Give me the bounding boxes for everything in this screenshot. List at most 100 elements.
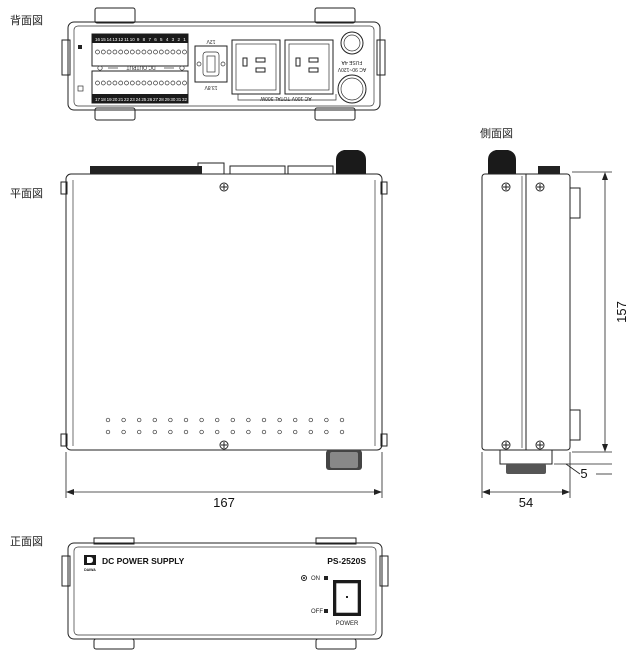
terminal-hole xyxy=(141,80,147,86)
vent-hole xyxy=(215,417,220,423)
brand-logo-d xyxy=(87,557,93,563)
ac-outlet-right-slot-a xyxy=(295,57,301,67)
dim-depth-value: 157 xyxy=(614,301,629,323)
vent-hole xyxy=(105,417,111,423)
ac-outlet-bracket xyxy=(237,94,337,101)
ac-outlet-left-inner xyxy=(235,43,277,91)
side-screw-2 xyxy=(535,182,545,192)
terminal-number: 9 xyxy=(137,37,140,42)
terminal-hole xyxy=(100,49,106,55)
ac-outlet-right xyxy=(284,39,334,95)
vent-hole xyxy=(137,429,142,435)
terminal-hole xyxy=(176,80,182,86)
vent-holes xyxy=(105,417,345,435)
front-model: PS-2520S xyxy=(327,556,366,566)
terminal-holes-bottom xyxy=(95,80,187,86)
dim-depth-arrow-bottom xyxy=(602,444,608,452)
dim-height-value: 54 xyxy=(519,495,533,510)
fuse-holder-inner xyxy=(343,34,361,52)
rear-marker-top xyxy=(78,45,82,49)
side-tab-upper xyxy=(569,187,581,219)
label-front: 正面図 xyxy=(10,535,43,548)
terminal-number: 3 xyxy=(172,37,175,42)
top-tab-right-upper xyxy=(380,181,388,195)
vent-hole xyxy=(339,429,345,435)
power-label: POWER xyxy=(336,621,359,627)
terminal-hole xyxy=(118,49,124,55)
terminal-number: 22 xyxy=(124,97,130,102)
vent-hole xyxy=(277,417,282,423)
terminal-hole xyxy=(135,49,141,55)
vent-hole xyxy=(246,429,251,435)
side-foot-pad xyxy=(506,464,546,474)
terminal-hole xyxy=(164,49,170,55)
dim-width-value: 167 xyxy=(213,495,235,510)
fuse-label: FUSE 4A xyxy=(341,59,363,65)
power-switch-dot xyxy=(346,596,348,598)
terminal-hole xyxy=(129,80,135,86)
terminal-number: 29 xyxy=(165,97,171,102)
top-outlet-edge-1 xyxy=(229,165,286,175)
terminal-hole xyxy=(124,49,129,55)
side-screw-4 xyxy=(535,440,545,450)
rear-panel-outline xyxy=(67,21,381,111)
rear-tab-right xyxy=(376,39,386,76)
front-tab-right xyxy=(379,555,389,587)
label-top: 平面図 xyxy=(10,187,43,200)
terminal-hole xyxy=(158,80,164,86)
rear-panel-inner xyxy=(73,25,375,107)
vent-hole xyxy=(308,417,313,423)
power-switch[interactable] xyxy=(333,580,361,616)
vent-hole xyxy=(199,429,204,435)
ac-outlet-left-slot-c xyxy=(255,67,266,73)
dim-depth-arrow-top xyxy=(602,172,608,180)
vent-hole xyxy=(308,429,313,435)
terminal-number: 23 xyxy=(130,97,136,102)
vent-hole xyxy=(199,417,204,423)
terminal-hole xyxy=(164,80,170,86)
dim-foot-leader xyxy=(565,463,581,475)
terminal-number: 1 xyxy=(183,37,186,42)
top-front-foot-inner xyxy=(330,452,358,468)
terminal-number: 27 xyxy=(153,97,159,102)
ac-input-grommet-inner xyxy=(340,77,364,101)
dim-foot-value: 5 xyxy=(580,466,587,481)
terminal-number: 7 xyxy=(148,37,151,42)
vent-hole xyxy=(121,417,126,423)
rear-foot-top-right xyxy=(314,7,356,24)
ac-outlet-right-inner xyxy=(288,43,330,91)
terminal-number: 28 xyxy=(159,97,165,102)
voltage-switch-lever xyxy=(206,55,216,73)
terminal-number: 20 xyxy=(112,97,118,102)
vent-hole xyxy=(230,417,235,423)
terminal-number: 32 xyxy=(182,97,188,102)
terminal-hole xyxy=(129,49,135,55)
terminal-hole xyxy=(153,80,158,86)
power-led-dot xyxy=(303,577,305,579)
vent-hole xyxy=(183,429,189,435)
terminal-hole xyxy=(170,49,176,55)
terminal-hole xyxy=(112,80,118,86)
voltage-label-top: 12V xyxy=(206,38,216,44)
ac-outlet-left-slot-b xyxy=(255,57,266,63)
voltage-switch-frame xyxy=(194,45,228,83)
front-panel-outline xyxy=(67,542,383,640)
terminal-number: 15 xyxy=(101,37,107,42)
vent-hole xyxy=(215,429,220,435)
front-view: DAIWA DC POWER SUPPLY PS-2520S ON OFF PO… xyxy=(61,537,389,650)
top-body-outline xyxy=(65,173,383,451)
front-foot-top-right xyxy=(315,537,357,545)
terminal-hole xyxy=(147,49,153,55)
dim-width-arrow-right xyxy=(374,489,382,495)
side-rear-edge xyxy=(538,166,560,174)
side-screw-1 xyxy=(501,182,511,192)
terminal-number: 12 xyxy=(118,37,124,42)
voltage-switch-screw-l xyxy=(196,61,202,67)
front-foot-top-left xyxy=(93,537,135,545)
terminal-number: 25 xyxy=(141,97,147,102)
terminal-number: 18 xyxy=(101,97,107,102)
voltage-switch-screw-r xyxy=(220,61,226,67)
